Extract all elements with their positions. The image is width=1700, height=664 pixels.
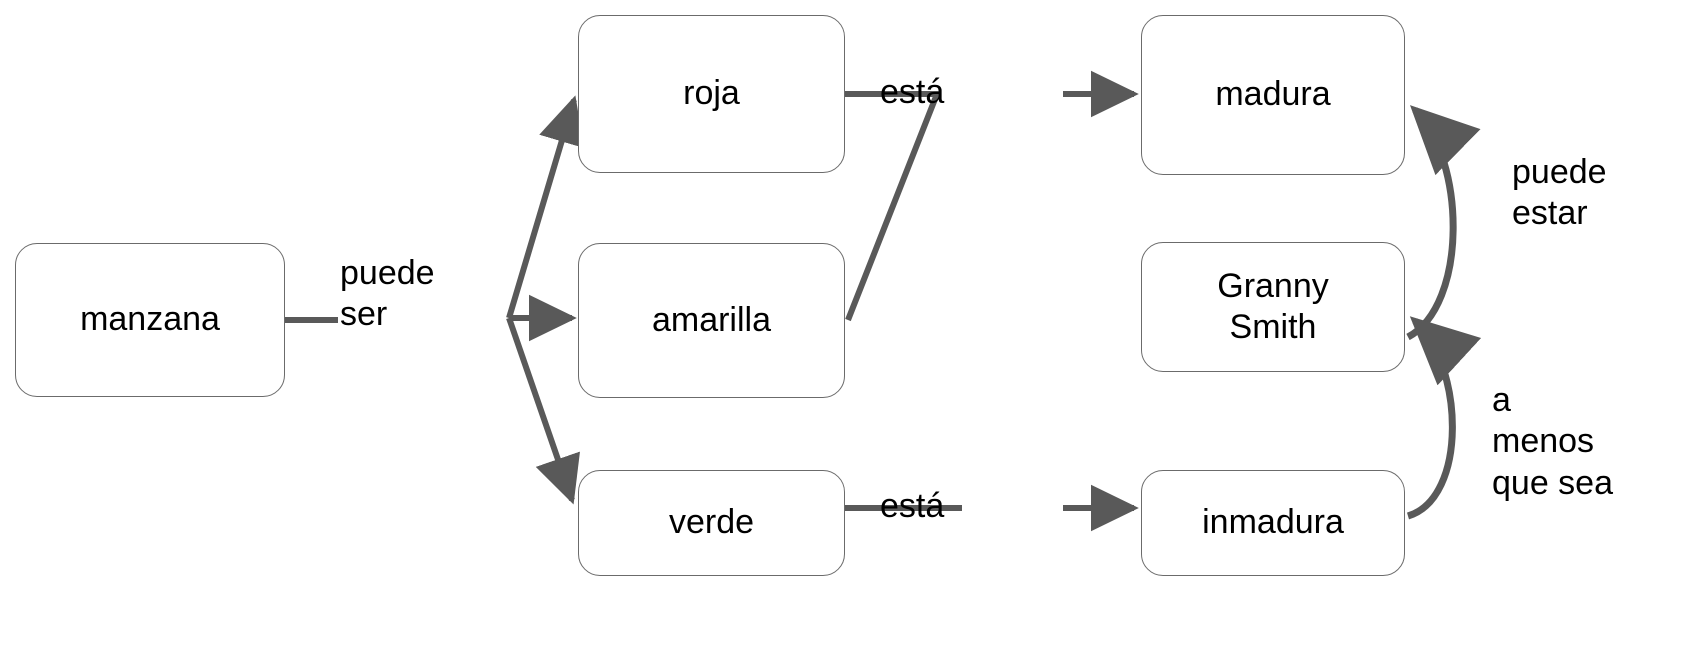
edge-fork-to-verde [506, 317, 580, 505]
node-granny-smith[interactable]: Granny Smith [1141, 242, 1405, 372]
edge-label-a-menos-que-sea: a menos que sea [1492, 381, 1613, 502]
edge-inmadura-to-granny [1406, 316, 1482, 520]
node-granny-smith-label: Granny Smith [1217, 266, 1329, 346]
edge-granny-to-madura [1406, 105, 1481, 341]
edge-label-puede-estar: puede estar [1512, 153, 1607, 233]
node-amarilla[interactable]: amarilla [578, 243, 845, 398]
node-verde[interactable]: verde [578, 470, 845, 576]
node-amarilla-label: amarilla [651, 300, 772, 339]
edge-label-puede-ser: puede ser [340, 254, 435, 334]
node-manzana[interactable]: manzana [15, 243, 285, 397]
node-manzana-label: manzana [80, 300, 220, 339]
edge-label-esta-bottom: está [880, 487, 945, 525]
node-roja-label: roja [683, 74, 740, 113]
node-verde-label: verde [668, 503, 755, 542]
edge-label-esta-top: está [880, 73, 945, 111]
node-inmadura[interactable]: inmadura [1141, 470, 1405, 576]
node-madura[interactable]: madura [1141, 15, 1405, 175]
node-roja[interactable]: roja [578, 15, 845, 173]
node-madura-label: madura [1215, 75, 1331, 114]
edge-fork-to-roja [506, 95, 585, 319]
node-inmadura-label: inmadura [1202, 503, 1344, 542]
edge-roja-elbow-amarilla [845, 91, 942, 322]
